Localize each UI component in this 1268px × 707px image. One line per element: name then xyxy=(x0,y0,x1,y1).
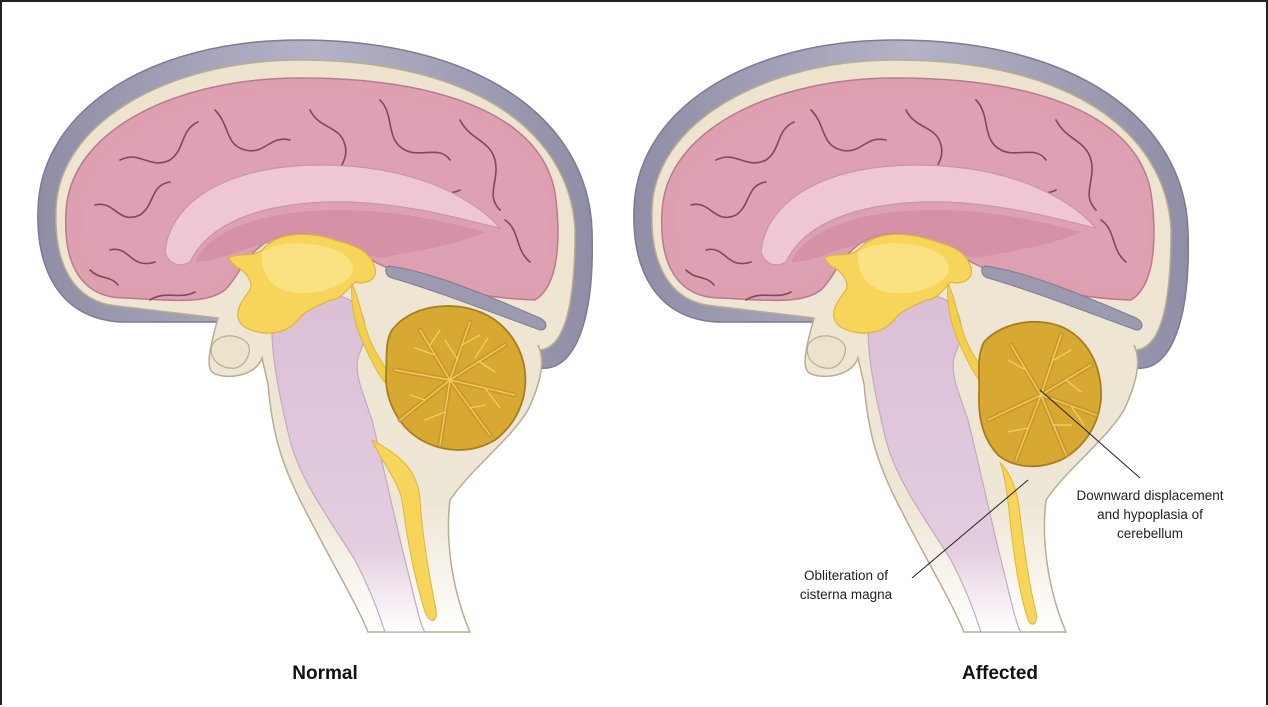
annotation-cerebellum-line-3: cerebellum xyxy=(1117,526,1183,541)
annotation-cerebellum-line-2: and hypoplasia of xyxy=(1097,507,1203,522)
annotation-cisterna-line-2: cisterna magna xyxy=(800,587,893,602)
normal-brain-illustration xyxy=(38,40,592,632)
annotation-cerebellum-line-1: Downward displacement xyxy=(1076,488,1223,503)
annotation-cisterna-line-1: Obliteration of xyxy=(804,568,888,583)
affected-brain-illustration xyxy=(634,40,1188,632)
cerebellum-normal xyxy=(386,306,525,450)
annotation-cisterna: Obliteration of cisterna magna xyxy=(800,568,893,602)
panel-title-normal: Normal xyxy=(292,663,357,684)
panel-title-affected: Affected xyxy=(962,663,1038,684)
annotation-cerebellum: Downward displacement and hypoplasia of … xyxy=(1076,488,1223,541)
